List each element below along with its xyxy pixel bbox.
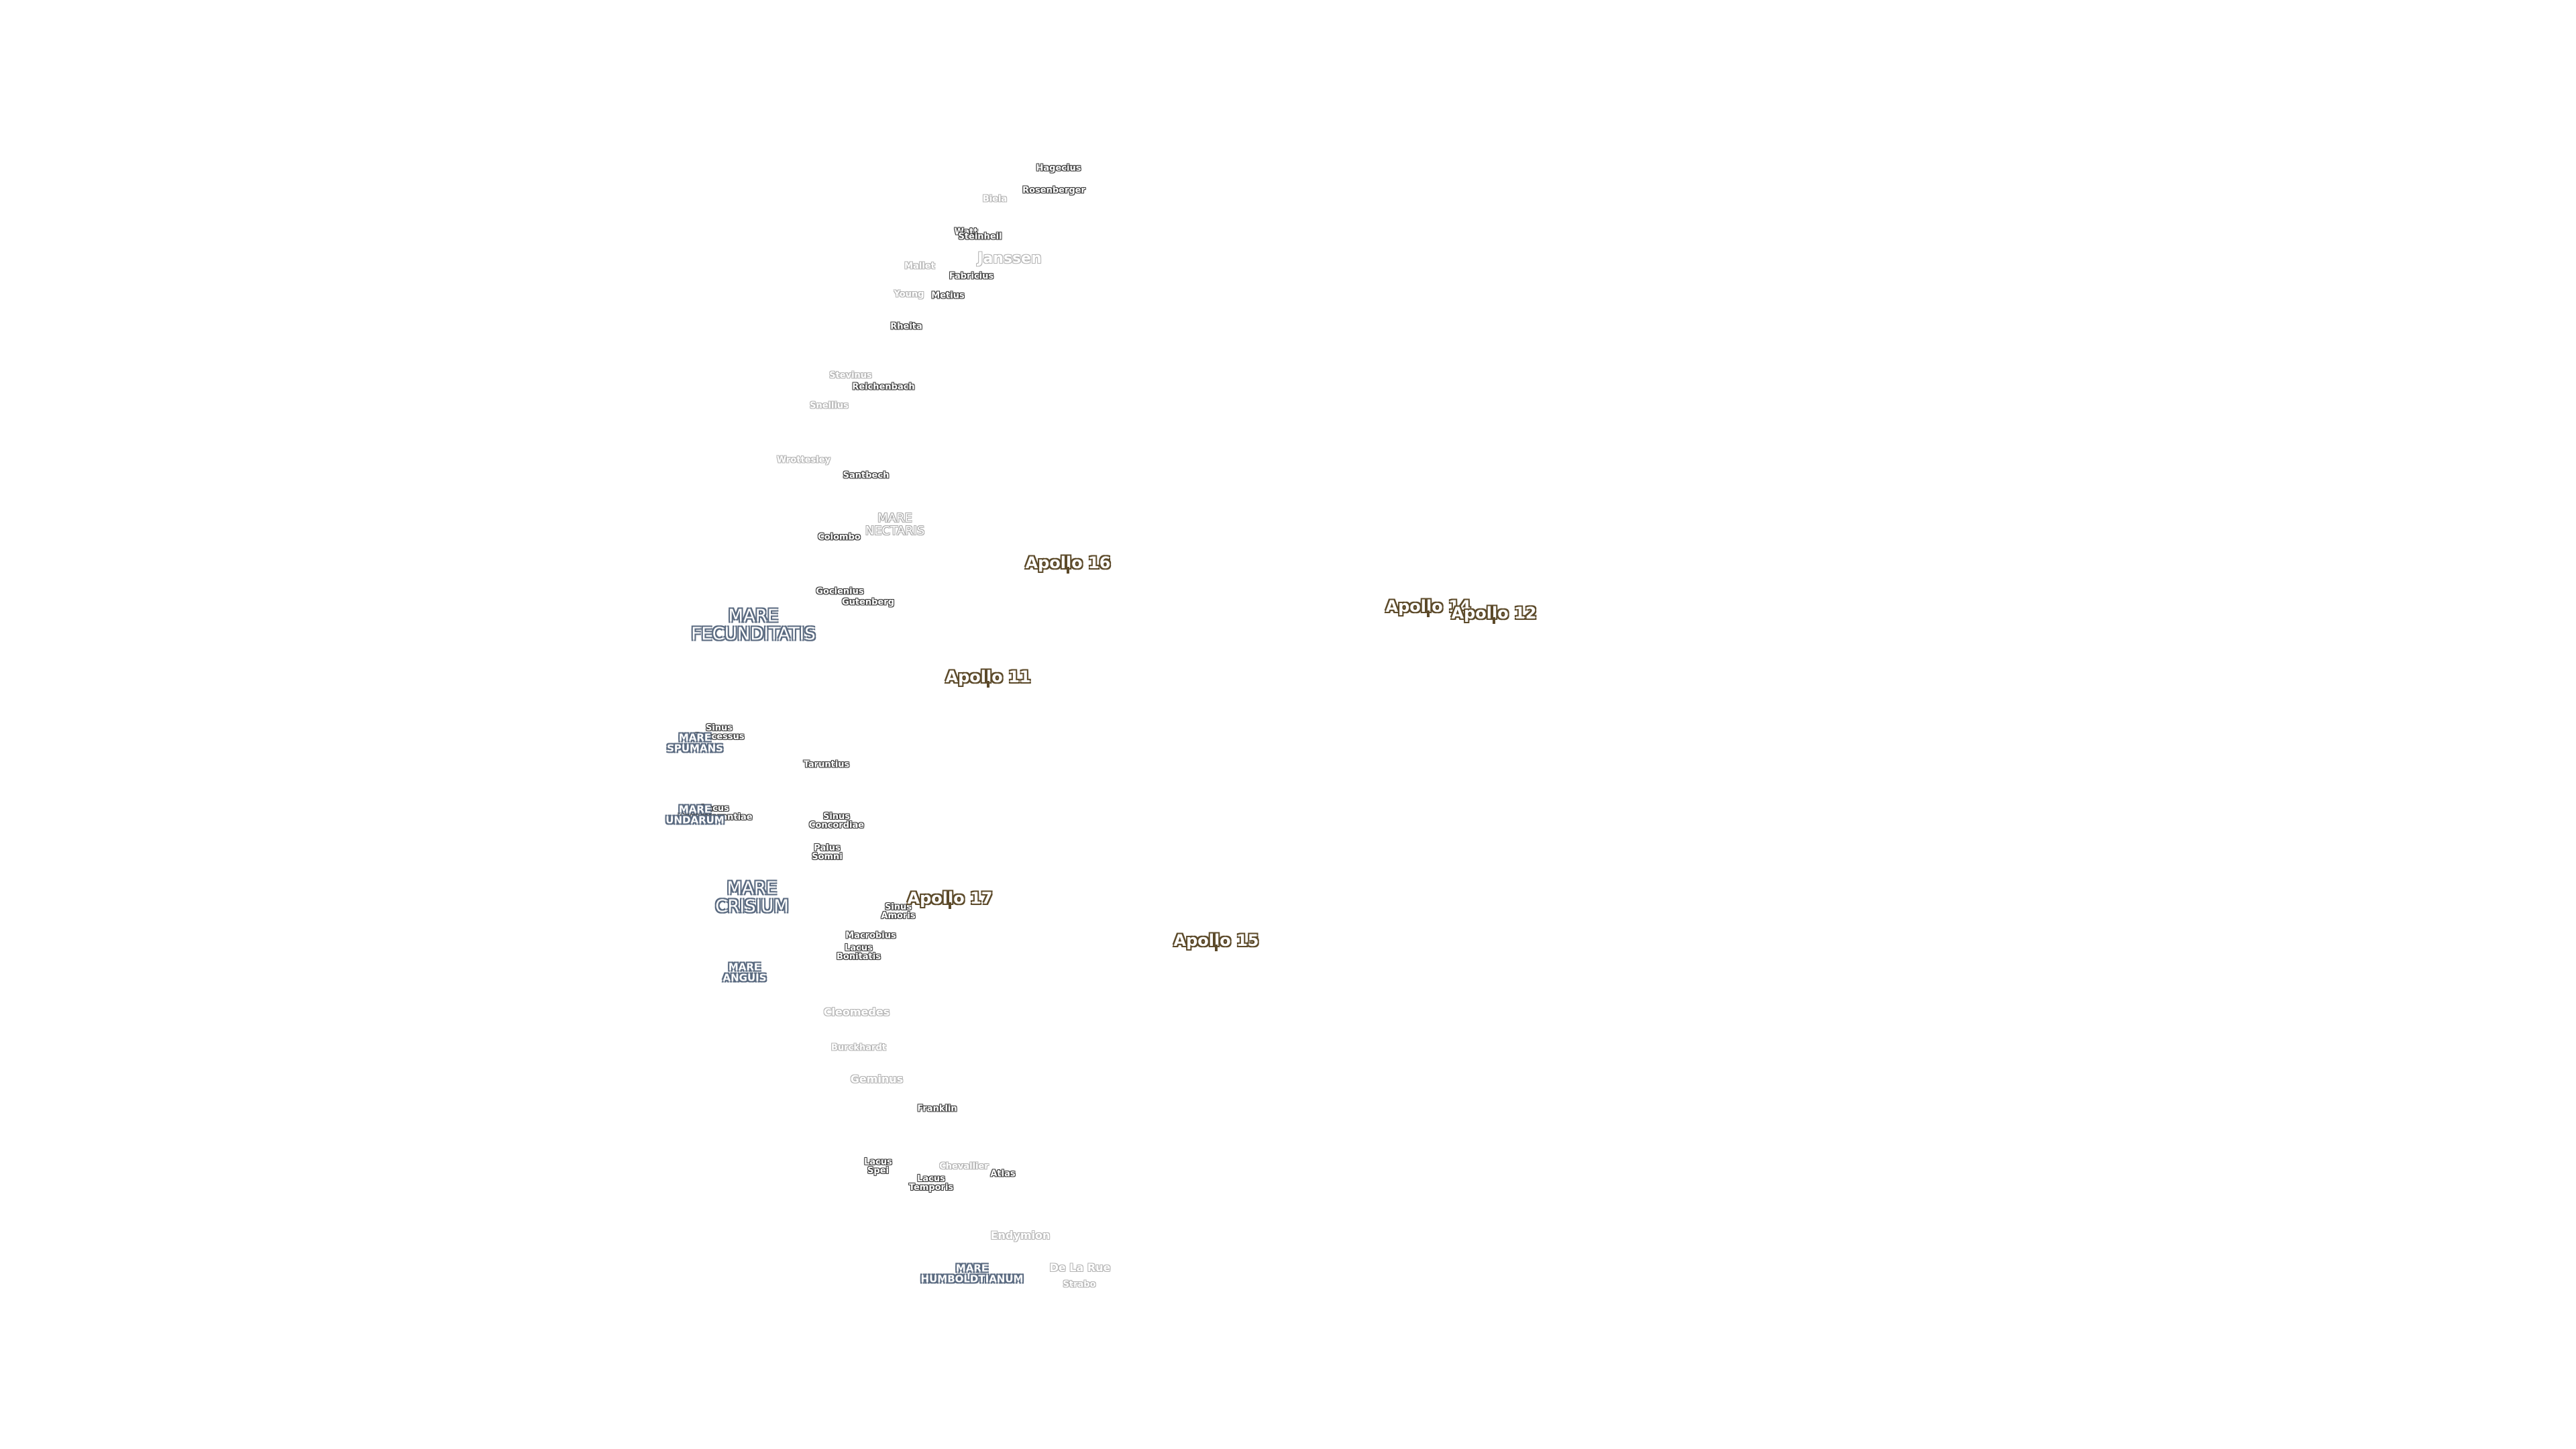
landing-marker-icon[interactable] bbox=[1215, 945, 1218, 951]
label-fabricius[interactable]: Fabricius bbox=[949, 271, 994, 282]
label-burckhardt[interactable]: Burckhardt bbox=[831, 1042, 886, 1053]
landing-marker-icon[interactable] bbox=[1493, 617, 1495, 624]
label-mallet[interactable]: Mallet bbox=[904, 261, 935, 272]
label-geminus[interactable]: Geminus bbox=[850, 1073, 904, 1085]
label-franklin[interactable]: Franklin bbox=[917, 1104, 957, 1114]
label-hagecius[interactable]: Hagecius bbox=[1036, 163, 1081, 174]
landing-marker-icon[interactable] bbox=[1427, 610, 1430, 617]
label-janssen[interactable]: Janssen bbox=[977, 250, 1042, 267]
label-metius[interactable]: Metius bbox=[931, 290, 965, 301]
label-strabo[interactable]: Strabo bbox=[1063, 1279, 1096, 1290]
label-stevinus[interactable]: Stevinus bbox=[829, 370, 872, 381]
label-endymion[interactable]: Endymion bbox=[990, 1229, 1051, 1242]
label-rosenberger[interactable]: Rosenberger bbox=[1022, 185, 1085, 196]
label-reichenbach[interactable]: Reichenbach bbox=[852, 382, 915, 392]
label-young[interactable]: Young bbox=[894, 289, 924, 300]
label-snellius[interactable]: Snellius bbox=[810, 400, 849, 411]
label-chevallier[interactable]: Chevallier bbox=[939, 1161, 989, 1172]
landing-marker-icon[interactable] bbox=[949, 902, 951, 909]
label-goclenius[interactable]: Goclenius bbox=[816, 586, 864, 597]
label-biela[interactable]: Biela bbox=[982, 194, 1008, 205]
label-macrobius[interactable]: Macrobius bbox=[845, 930, 896, 941]
label-wrottesley[interactable]: Wrottesley bbox=[776, 455, 831, 466]
label-colombo[interactable]: Colombo bbox=[818, 532, 861, 543]
label-gutenberg[interactable]: Gutenberg bbox=[841, 597, 895, 608]
label-santbech[interactable]: Santbech bbox=[843, 470, 890, 481]
label-atlas[interactable]: Atlas bbox=[990, 1169, 1016, 1179]
label-watt[interactable]: Watt bbox=[954, 227, 978, 237]
label-steinheil[interactable]: Steinheil bbox=[958, 231, 1002, 242]
label-de-la-rue[interactable]: De La Rue bbox=[1049, 1261, 1111, 1274]
label-cleomedes[interactable]: Cleomedes bbox=[823, 1006, 890, 1018]
label-taruntius[interactable]: Taruntius bbox=[803, 759, 850, 770]
landing-marker-icon[interactable] bbox=[1067, 567, 1069, 574]
landing-marker-icon[interactable] bbox=[987, 681, 989, 688]
label-rheita[interactable]: Rheita bbox=[890, 321, 922, 332]
